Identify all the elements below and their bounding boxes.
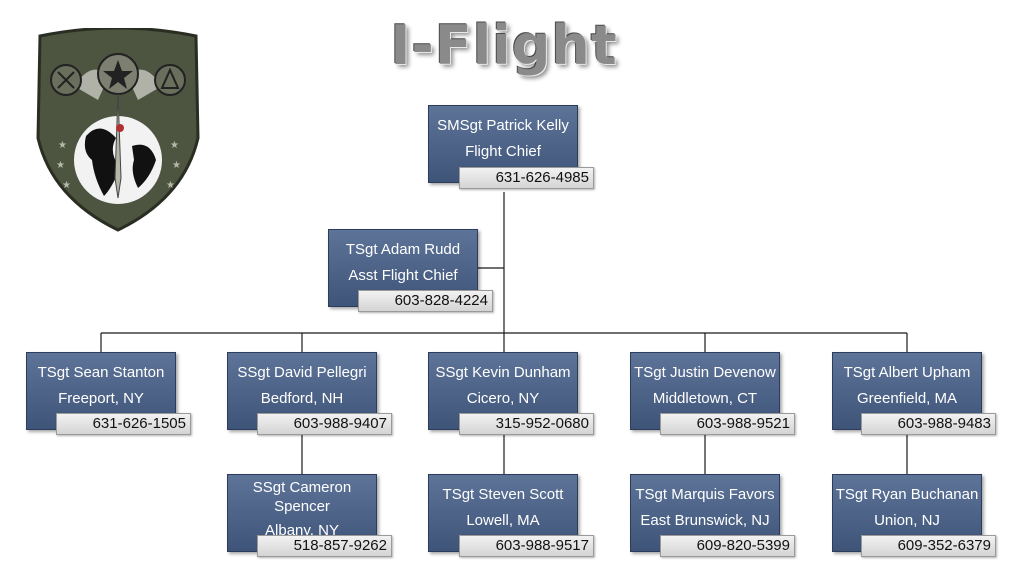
member-name: SSgt Cameron Spencer: [252, 479, 352, 515]
phone-number: 631-626-4985: [459, 167, 594, 189]
svg-text:★: ★: [58, 140, 67, 151]
member-name: TSgt Justin Devenow: [634, 364, 776, 381]
member-location: Albany, NY: [265, 522, 339, 539]
member-name: SSgt Kevin Dunham: [435, 364, 571, 381]
svg-text:★: ★: [170, 140, 179, 151]
member-name: TSgt Steven Scott: [442, 486, 564, 503]
member-location: Lowell, MA: [466, 512, 540, 529]
member-location: Union, NJ: [874, 512, 940, 529]
member-name: TSgt Albert Upham: [843, 364, 971, 381]
member-location: Cicero, NY: [466, 390, 540, 407]
phone-number: 603-988-9517: [459, 535, 594, 557]
member-location: Middletown, CT: [652, 390, 758, 407]
member-title: Flight Chief: [465, 143, 541, 160]
page-title: I-Flight: [390, 14, 618, 77]
phone-number: 609-352-6379: [861, 535, 996, 557]
squadron-patch-emblem: ★ ★ ★ ★ ★ ★: [36, 28, 200, 232]
phone-number: 315-952-0680: [459, 413, 594, 435]
member-title: Asst Flight Chief: [348, 267, 458, 284]
phone-number: 603-828-4224: [358, 290, 493, 312]
phone-number: 609-820-5399: [660, 535, 795, 557]
member-name: TSgt Ryan Buchanan: [835, 486, 979, 503]
member-name: TSgt Sean Stanton: [37, 364, 165, 381]
member-name: TSgt Marquis Favors: [635, 486, 775, 503]
member-location: Freeport, NY: [58, 390, 144, 407]
member-location: Bedford, NH: [260, 390, 344, 407]
svg-text:★: ★: [56, 160, 65, 171]
phone-number: 603-988-9521: [660, 413, 795, 435]
phone-number: 603-988-9483: [861, 413, 996, 435]
svg-text:★: ★: [172, 160, 181, 171]
phone-number: 518-857-9262: [257, 535, 392, 557]
svg-text:★: ★: [62, 180, 71, 191]
phone-number: 631-626-1505: [56, 413, 191, 435]
member-name: SSgt David Pellegri: [237, 364, 367, 381]
member-name: TSgt Adam Rudd: [345, 241, 461, 258]
svg-text:★: ★: [166, 180, 175, 191]
phone-number: 603-988-9407: [257, 413, 392, 435]
member-location: Greenfield, MA: [856, 390, 958, 407]
member-location: East Brunswick, NJ: [640, 512, 770, 529]
member-name: SMSgt Patrick Kelly: [437, 117, 569, 134]
